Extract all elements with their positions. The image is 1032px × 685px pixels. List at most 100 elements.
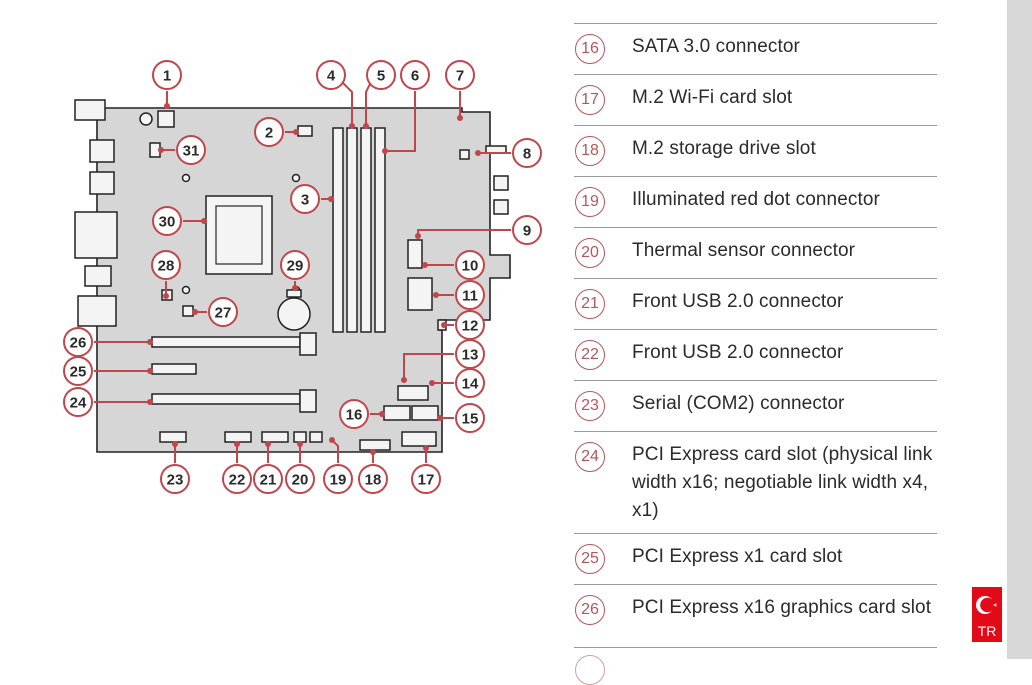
legend-row: 21 Front USB 2.0 connector [574, 278, 937, 329]
legend-number: 18 [575, 136, 605, 166]
callout-label: 19 [330, 472, 347, 489]
legend-description: PCI Express x16 graphics card slot [632, 597, 932, 618]
legend-number: 23 [575, 391, 605, 421]
callout-label: 24 [70, 395, 87, 412]
legend-description: Illuminated red dot connector [632, 189, 880, 210]
leader-dot [441, 322, 447, 328]
legend-number: 24 [575, 442, 605, 472]
callout-label: 2 [265, 125, 273, 142]
legend-number: 17 [575, 85, 605, 115]
legend-row: 17 M.2 Wi-Fi card slot [574, 74, 937, 125]
header-part [261, 431, 289, 443]
legend-number: 26 [575, 595, 605, 625]
legend-number: 21 [575, 289, 605, 319]
leader-dot [328, 196, 334, 202]
leader-dot [147, 399, 153, 405]
legend-number: 16 [575, 34, 605, 64]
coin-battery [277, 297, 311, 331]
callout-label: 14 [462, 376, 479, 393]
leader-line [403, 353, 454, 380]
m2-slot [401, 431, 437, 447]
callout-label: 8 [523, 146, 531, 163]
leader-dot [297, 441, 303, 447]
leader-dot [433, 292, 439, 298]
legend-row: 18 M.2 storage drive slot [574, 125, 937, 176]
callout-label: 16 [346, 407, 363, 424]
dimm-slot [374, 127, 386, 333]
callout-6: 6 [400, 60, 430, 90]
legend-divider [574, 647, 937, 648]
leader-dot [422, 262, 428, 268]
callout-16: 16 [339, 399, 369, 429]
callout-25: 25 [63, 356, 93, 386]
leader-line [385, 91, 416, 152]
callout-label: 31 [183, 143, 200, 160]
callout-21: 21 [253, 464, 283, 494]
power-connector-part [157, 110, 175, 128]
callout-label: 17 [418, 472, 435, 489]
leader-dot [423, 445, 429, 451]
leader-dot [349, 123, 355, 129]
callout-label: 26 [70, 335, 87, 352]
header-part [224, 431, 252, 443]
leader-dot [379, 411, 385, 417]
legend-description: Serial (COM2) connector [632, 393, 845, 414]
callout-label: 12 [462, 318, 479, 335]
callout-label: 20 [292, 472, 309, 489]
callout-7: 7 [445, 60, 475, 90]
sata-connector [383, 405, 411, 421]
legend-description: M.2 Wi-Fi card slot [632, 87, 793, 108]
callout-8: 8 [512, 138, 542, 168]
legend-description: Front USB 2.0 connector [632, 342, 844, 363]
leader-dot [475, 150, 481, 156]
callout-30: 30 [152, 206, 182, 236]
legend-row: 23 Serial (COM2) connector [574, 380, 937, 431]
pcie-x16-slot [151, 336, 301, 348]
callout-24: 24 [63, 387, 93, 417]
callout-label: 5 [377, 68, 385, 85]
io-port [74, 211, 118, 259]
language-button[interactable]: TR [972, 587, 1002, 642]
scrollbar-track[interactable] [1007, 0, 1032, 659]
legend-number: 25 [575, 544, 605, 574]
cpu-socket [205, 195, 273, 275]
leader-dot [158, 147, 164, 153]
callout-label: 1 [163, 68, 171, 85]
power-header [407, 277, 433, 311]
callout-17: 17 [411, 464, 441, 494]
callout-12: 12 [455, 310, 485, 340]
m2-slot [359, 439, 391, 451]
motherboard-outline [96, 107, 511, 453]
legend-number-circle [575, 655, 605, 685]
callout-label: 28 [158, 258, 175, 275]
callout-9: 9 [512, 215, 542, 245]
leader-dot [172, 441, 178, 447]
leader-dot [265, 441, 271, 447]
leader-dot [292, 285, 298, 291]
dimm-slot [332, 127, 344, 333]
dimm-slot [346, 127, 358, 333]
callout-label: 30 [159, 214, 176, 231]
legend-description: Front USB 2.0 connector [632, 291, 844, 312]
callout-29: 29 [280, 250, 310, 280]
slot-latch [299, 332, 317, 356]
legend-row: 26 PCI Express x16 graphics card slot [574, 584, 937, 658]
callout-label: 29 [287, 258, 304, 275]
leader-dot [329, 437, 335, 443]
dimm-slot [360, 127, 372, 333]
callout-10: 10 [455, 250, 485, 280]
callout-2: 2 [254, 117, 284, 147]
callout-5: 5 [366, 60, 396, 90]
legend-description: M.2 storage drive slot [632, 138, 816, 159]
leader-dot [370, 449, 376, 455]
callout-13: 13 [455, 339, 485, 369]
mount-hole [139, 112, 153, 126]
leader-dot [201, 218, 207, 224]
pcie-x16-slot [151, 393, 301, 405]
audio-jack [493, 175, 509, 191]
callout-label: 18 [365, 472, 382, 489]
